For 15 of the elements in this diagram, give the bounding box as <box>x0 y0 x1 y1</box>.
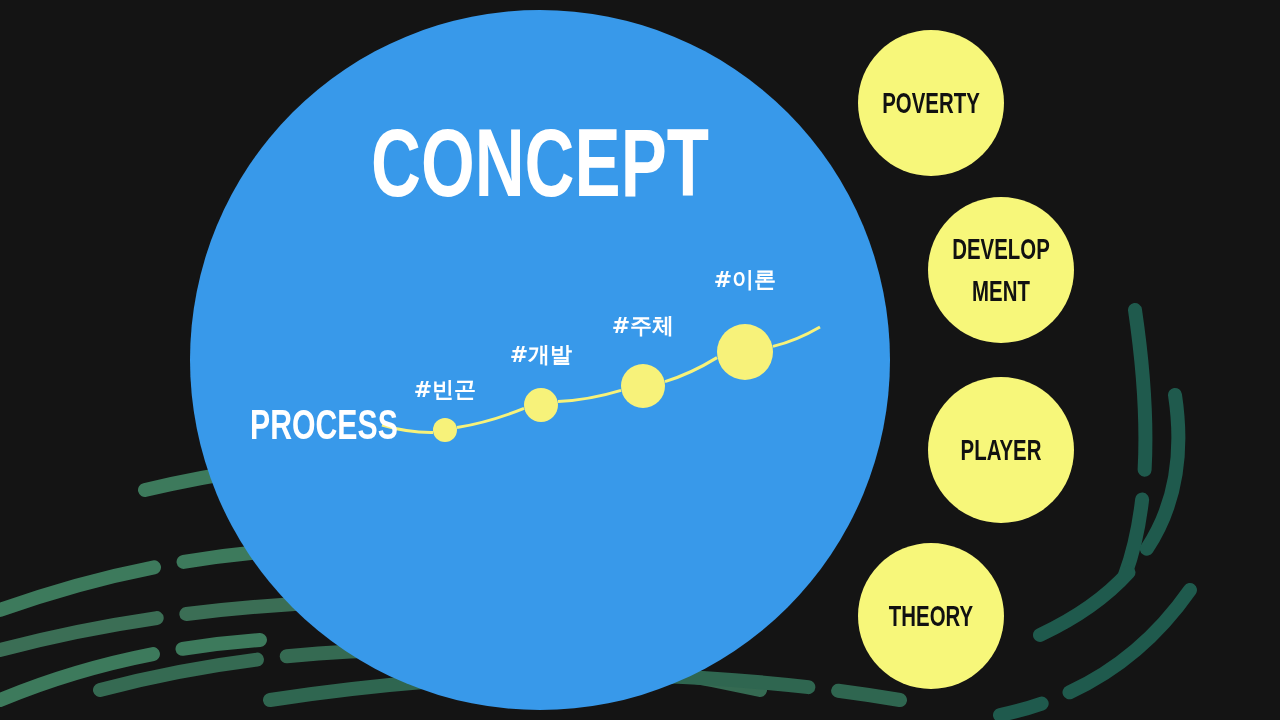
title-text: CONCEPT <box>370 115 710 211</box>
topic-label: THEORY <box>887 598 975 634</box>
process-line <box>664 356 718 384</box>
process-line <box>381 423 433 434</box>
hashtag-label: #이론 <box>712 268 778 292</box>
process-line <box>456 407 525 430</box>
topic-label: DEVELOP MENT <box>951 231 1051 309</box>
process-label: PROCESS <box>250 403 398 447</box>
topic-label: PLAYER <box>959 432 1043 468</box>
process-line <box>557 388 622 404</box>
topic-label: POVERTY <box>881 85 981 121</box>
hashtag-label: #빈곤 <box>412 378 478 402</box>
process-line <box>772 325 821 348</box>
hashtag-label: #개발 <box>508 343 574 367</box>
hashtag-label: #주체 <box>610 314 676 338</box>
